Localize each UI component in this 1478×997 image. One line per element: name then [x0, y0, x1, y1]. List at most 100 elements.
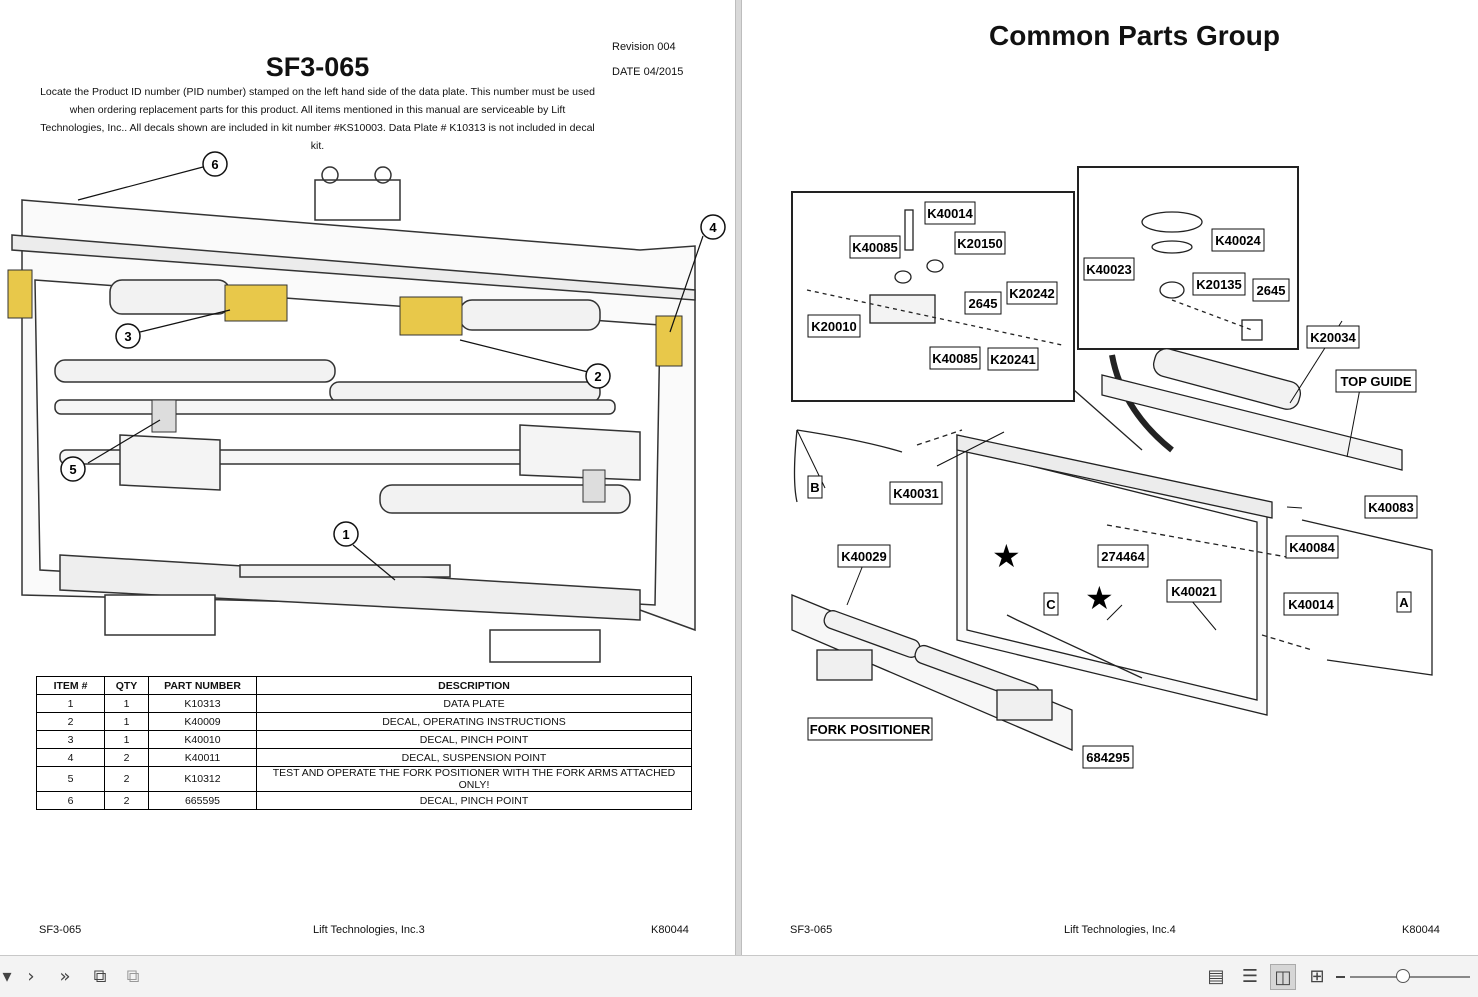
svg-text:K20010: K20010: [811, 319, 857, 334]
footer-left: SF3-065: [39, 924, 82, 936]
cell: 5: [36, 766, 105, 792]
svg-text:B: B: [810, 480, 819, 495]
label-k40085-b: K40085: [929, 346, 981, 370]
svg-text:2645: 2645: [1257, 283, 1286, 298]
cell: K40010: [148, 730, 257, 749]
footer-center: Lift Technologies, Inc.4: [1064, 924, 1176, 936]
label-k20135: K20135: [1192, 272, 1246, 296]
left-page: Revision 004 DATE 04/2015 SF3-065 Locate…: [0, 0, 735, 955]
label-684295: 684295: [1082, 745, 1134, 769]
svg-text:K20135: K20135: [1196, 277, 1242, 292]
svg-text:A: A: [1399, 595, 1409, 610]
callout-3: 3: [115, 323, 141, 349]
star-marker: ★: [992, 538, 1021, 574]
label-k40029: K40029: [837, 544, 891, 568]
cell: 2: [104, 766, 149, 792]
page-title: SF3-065: [265, 52, 370, 82]
single-page-icon[interactable]: ▤: [1207, 966, 1225, 987]
label-b: B: [807, 475, 823, 499]
cell: DATA PLATE: [256, 694, 692, 713]
svg-text:K40083: K40083: [1368, 500, 1414, 515]
footer-right: K80044: [1402, 924, 1440, 936]
cell: DECAL, PINCH POINT: [256, 730, 692, 749]
svg-text:1: 1: [342, 527, 349, 542]
cell: K10313: [148, 694, 257, 713]
label-k40085-a: K40085: [849, 235, 901, 259]
table-header-row: ITEM # QTY PART NUMBER DESCRIPTION: [36, 676, 692, 695]
cell: DECAL, PINCH POINT: [256, 791, 692, 810]
col-part-number: PART NUMBER: [148, 676, 257, 695]
svg-text:K40021: K40021: [1171, 584, 1217, 599]
right-page: Common Parts Group: [742, 0, 1478, 955]
last-page-icon[interactable]: »: [59, 966, 71, 987]
common-parts-drawing: ★ ★ K40014 K40085 K20150 2645 K20242: [742, 150, 1478, 790]
svg-text:K40085: K40085: [932, 351, 978, 366]
part-labels: K40014 K40085 K20150 2645 K20242 K20010 …: [807, 201, 1418, 769]
rotate-alt-icon[interactable]: ⧉: [126, 966, 140, 987]
cell: 6: [36, 791, 105, 810]
col-description: DESCRIPTION: [256, 676, 692, 695]
label-k40021: K40021: [1166, 579, 1222, 603]
svg-text:C: C: [1046, 597, 1056, 612]
exploded-parts-diagram: ★ ★ K40014 K40085 K20150 2645 K20242: [791, 166, 1433, 769]
svg-text:K40084: K40084: [1289, 540, 1335, 555]
rotate-icon[interactable]: ⧉: [93, 966, 107, 987]
svg-text:3: 3: [124, 329, 131, 344]
menu-down-icon[interactable]: ▾: [2, 966, 12, 987]
callout-1: 1: [333, 521, 359, 547]
svg-text:K20150: K20150: [957, 236, 1003, 251]
callout-6: 6: [202, 151, 228, 177]
svg-text:K40024: K40024: [1215, 233, 1261, 248]
svg-text:K40085: K40085: [852, 240, 898, 255]
footer-right: K80044: [651, 924, 689, 936]
cell: DECAL, SUSPENSION POINT: [256, 748, 692, 767]
cell: TEST AND OPERATE THE FORK POSITIONER WIT…: [256, 766, 692, 792]
svg-text:K40029: K40029: [841, 549, 887, 564]
label-k40083: K40083: [1364, 495, 1418, 519]
zoom-out-icon[interactable]: [1336, 976, 1345, 978]
svg-text:K20241: K20241: [990, 352, 1036, 367]
svg-text:2645: 2645: [969, 296, 998, 311]
svg-text:5: 5: [69, 462, 76, 477]
label-k20034: K20034: [1306, 325, 1360, 349]
label-fork-positioner: FORK POSITIONER: [807, 717, 933, 741]
continuous-icon[interactable]: ☰: [1241, 966, 1259, 987]
two-page-continuous-icon[interactable]: ⊞: [1309, 966, 1325, 987]
footer-center: Lift Technologies, Inc.3: [313, 924, 425, 936]
label-k40023: K40023: [1083, 257, 1135, 281]
svg-text:K20034: K20034: [1310, 330, 1356, 345]
label-k20010: K20010: [807, 314, 861, 338]
col-qty: QTY: [104, 676, 149, 695]
cell: 2: [36, 712, 105, 731]
cell: 4: [36, 748, 105, 767]
revision-text: Revision 004: [612, 41, 676, 53]
footer-left: SF3-065: [790, 924, 833, 936]
callout-4: 4: [700, 214, 726, 240]
next-page-icon[interactable]: ›: [27, 966, 35, 987]
label-274464: 274464: [1097, 544, 1149, 568]
two-page-icon[interactable]: ◫: [1270, 964, 1296, 990]
cell: 1: [36, 694, 105, 713]
viewer-toolbar: ▾ › » ⧉ ⧉ ▤ ☰ ◫ ⊞: [0, 955, 1478, 997]
label-2645-a: 2645: [964, 291, 1002, 315]
label-k40024: K40024: [1211, 228, 1265, 252]
label-a: A: [1396, 591, 1412, 613]
label-top-guide: TOP GUIDE: [1335, 369, 1417, 393]
zoom-slider-handle[interactable]: [1396, 969, 1410, 983]
cell: 3: [36, 730, 105, 749]
svg-text:K20242: K20242: [1009, 286, 1055, 301]
cell: 1: [104, 694, 149, 713]
zoom-slider-track[interactable]: [1350, 976, 1470, 978]
label-k40084: K40084: [1285, 535, 1339, 559]
svg-text:K40023: K40023: [1086, 262, 1132, 277]
cell: K40009: [148, 712, 257, 731]
decal-location-diagram: 6 4 3 2 5 1: [7, 151, 726, 663]
label-k20150: K20150: [954, 231, 1006, 255]
svg-text:TOP GUIDE: TOP GUIDE: [1340, 374, 1411, 389]
svg-text:4: 4: [709, 220, 717, 235]
